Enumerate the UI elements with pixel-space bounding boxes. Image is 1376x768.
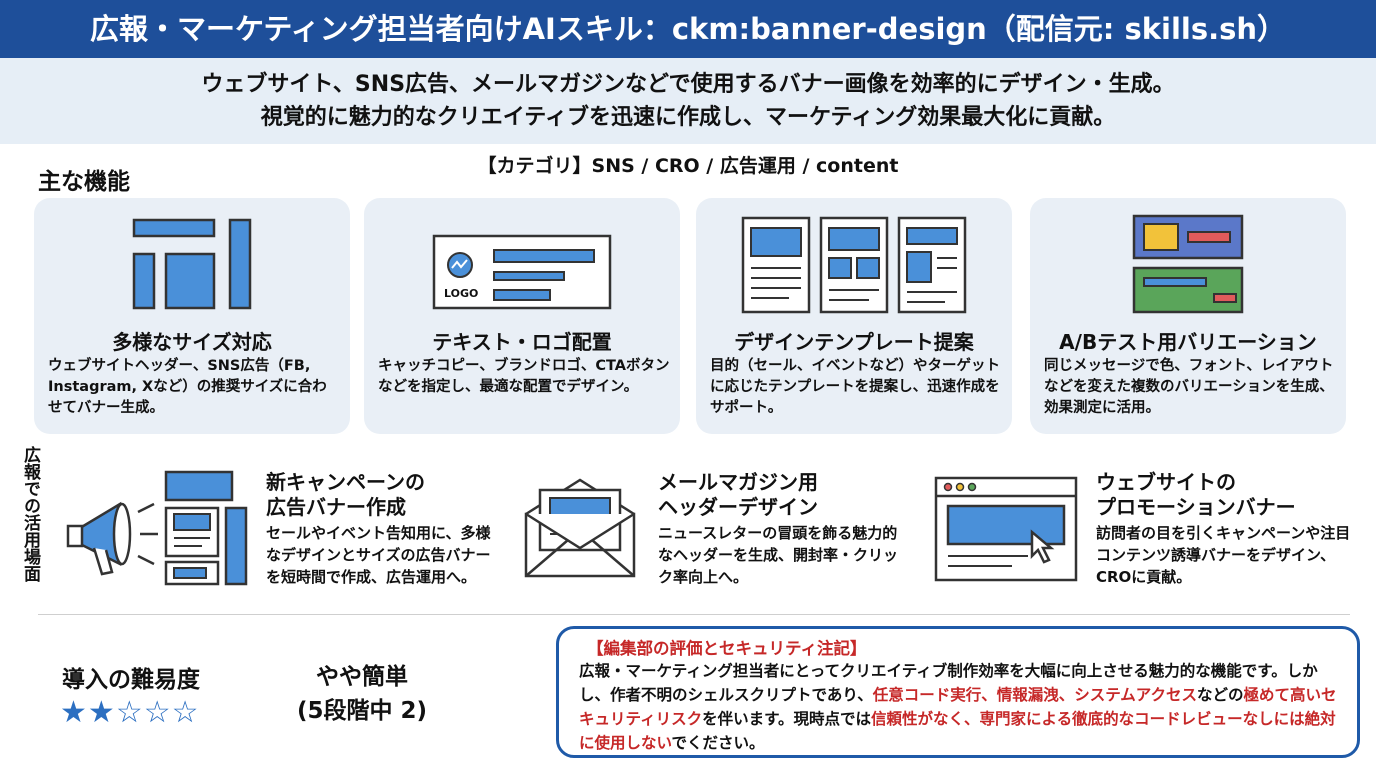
intro-line-2: 視覚的に魅力的なクリエイティブを迅速に作成し、マーケティング効果最大化に貢献。 — [260, 105, 1116, 130]
feature-card-text-logo: LOGO テキスト・ロゴ配置 キャッチコピー、ブランドロゴ、CTAボタンなどを指… — [364, 198, 680, 434]
ab-variation-icon — [1132, 214, 1244, 314]
category-label: 【カテゴリ】SNS / CRO / 広告運用 / content — [477, 155, 899, 177]
feature-title: A/Bテスト用バリエーション — [1059, 330, 1317, 354]
note-text: でください。 — [671, 734, 765, 752]
feature-card-sizes: 多様なサイズ対応 ウェブサイトヘッダー、SNS広告（FB, Instagram,… — [34, 198, 350, 434]
editor-note-body: 広報・マーケティング担当者にとってクリエイティブ制作効率を大幅に向上させる魅力的… — [579, 659, 1343, 755]
use-case-title-line-2: ヘッダーデザイン — [658, 495, 818, 519]
note-text: を伴います。現時点では — [702, 710, 872, 728]
feature-title: テキスト・ロゴ配置 — [432, 330, 612, 354]
use-cases-label: 広報での活用場面 — [20, 446, 40, 582]
note-warning: 極めて高いセキュリティリスク — [579, 686, 1337, 728]
use-case-desc: 訪問者の目を引くキャンペーンや注目コンテンツ誘導バナーをデザイン、CROに貢献。 — [1096, 524, 1351, 586]
star-filled-icon: ★ — [60, 695, 88, 730]
use-case-title: ウェブサイトの プロモーションバナー — [1096, 470, 1296, 520]
use-case-title-line-2: プロモーションバナー — [1096, 495, 1296, 519]
megaphone-icon — [66, 470, 248, 586]
note-warning: 信頼性がなく、専門家による徹底的なコードレビューなしには絶対に使用しない — [579, 710, 1336, 752]
feature-card-ab-test: A/Bテスト用バリエーション 同じメッセージで色、フォント、レイアウトなどを変え… — [1030, 198, 1346, 434]
templates-icon — [741, 216, 967, 314]
use-case-desc: ニュースレターの冒頭を飾る魅力的なヘッダーを生成、開封率・クリック率向上へ。 — [658, 524, 899, 586]
use-case-desc: セールやイベント告知用に、多様なデザインとサイズの広告バナーを短時間で作成、広告… — [266, 524, 491, 586]
feature-title: デザインテンプレート提案 — [734, 330, 974, 354]
star-empty-icon: ☆ — [115, 695, 144, 730]
feature-card-templates: デザインテンプレート提案 目的（セール、イベントなど）やターゲットに応じたテンプ… — [696, 198, 1012, 434]
use-case-title-line-2: 広告バナー作成 — [266, 495, 406, 519]
difficulty-value: やや簡単 (5段階中 2) — [282, 660, 442, 728]
envelope-icon — [524, 478, 636, 578]
feature-desc: 同じメッセージで色、フォント、レイアウトなどを変えた複数のバリエーションを生成、… — [1044, 358, 1334, 416]
page-title: 広報・マーケティング担当者向けAIスキル：ckm:banner-design（配… — [0, 0, 1376, 58]
note-text: 広報・マーケティング担当者にとってクリエイティブ制作効率を大幅に向上させる魅力的… — [579, 662, 1318, 704]
note-warning: 任意コード実行、情報漏洩、システムアクセス — [872, 686, 1197, 704]
features-section-title: 主な機能 — [38, 169, 130, 195]
browser-window-icon — [934, 476, 1078, 582]
star-empty-icon: ☆ — [171, 695, 200, 730]
feature-title: 多様なサイズ対応 — [112, 330, 272, 354]
star-empty-icon: ☆ — [143, 695, 172, 730]
section-divider — [38, 614, 1350, 615]
editor-note-title: 【編集部の評価とセキュリティ注記】 — [587, 639, 867, 658]
note-text: などの — [1197, 686, 1244, 704]
logo-banner-icon: LOGO — [432, 234, 612, 310]
logo-text: LOGO — [444, 287, 478, 300]
feature-desc: 目的（セール、イベントなど）やターゲットに応じたテンプレートを提案し、迅速作成を… — [710, 358, 1000, 416]
feature-desc: ウェブサイトヘッダー、SNS広告（FB, Instagram, Xなど）の推奨サ… — [48, 358, 327, 416]
use-case-title-line-1: 新キャンペーンの — [266, 470, 425, 494]
intro-line-1: ウェブサイト、SNS広告、メールマガジンなどで使用するバナー画像を効率的にデザイ… — [201, 72, 1175, 97]
size-layout-icon — [132, 218, 252, 310]
use-case-title: 新キャンペーンの 広告バナー作成 — [266, 470, 425, 520]
use-case-title-line-1: メールマガジン用 — [658, 470, 818, 494]
intro-section: ウェブサイト、SNS広告、メールマガジンなどで使用するバナー画像を効率的にデザイ… — [0, 58, 1376, 144]
use-case-title: メールマガジン用 ヘッダーデザイン — [658, 470, 818, 520]
use-case-title-line-1: ウェブサイトの — [1096, 470, 1236, 494]
difficulty-value-line-2: (5段階中 2) — [296, 698, 428, 724]
star-filled-icon: ★ — [87, 695, 116, 730]
difficulty-value-line-1: やや簡単 — [316, 664, 408, 690]
feature-desc: キャッチコピー、ブランドロゴ、CTAボタンなどを指定し、最適な配置でデザイン。 — [378, 358, 670, 395]
difficulty-label: 導入の難易度 — [62, 667, 200, 693]
editor-note-box: 【編集部の評価とセキュリティ注記】 広報・マーケティング担当者にとってクリエイテ… — [556, 626, 1360, 758]
difficulty-stars: ★★☆☆☆ — [60, 695, 200, 731]
